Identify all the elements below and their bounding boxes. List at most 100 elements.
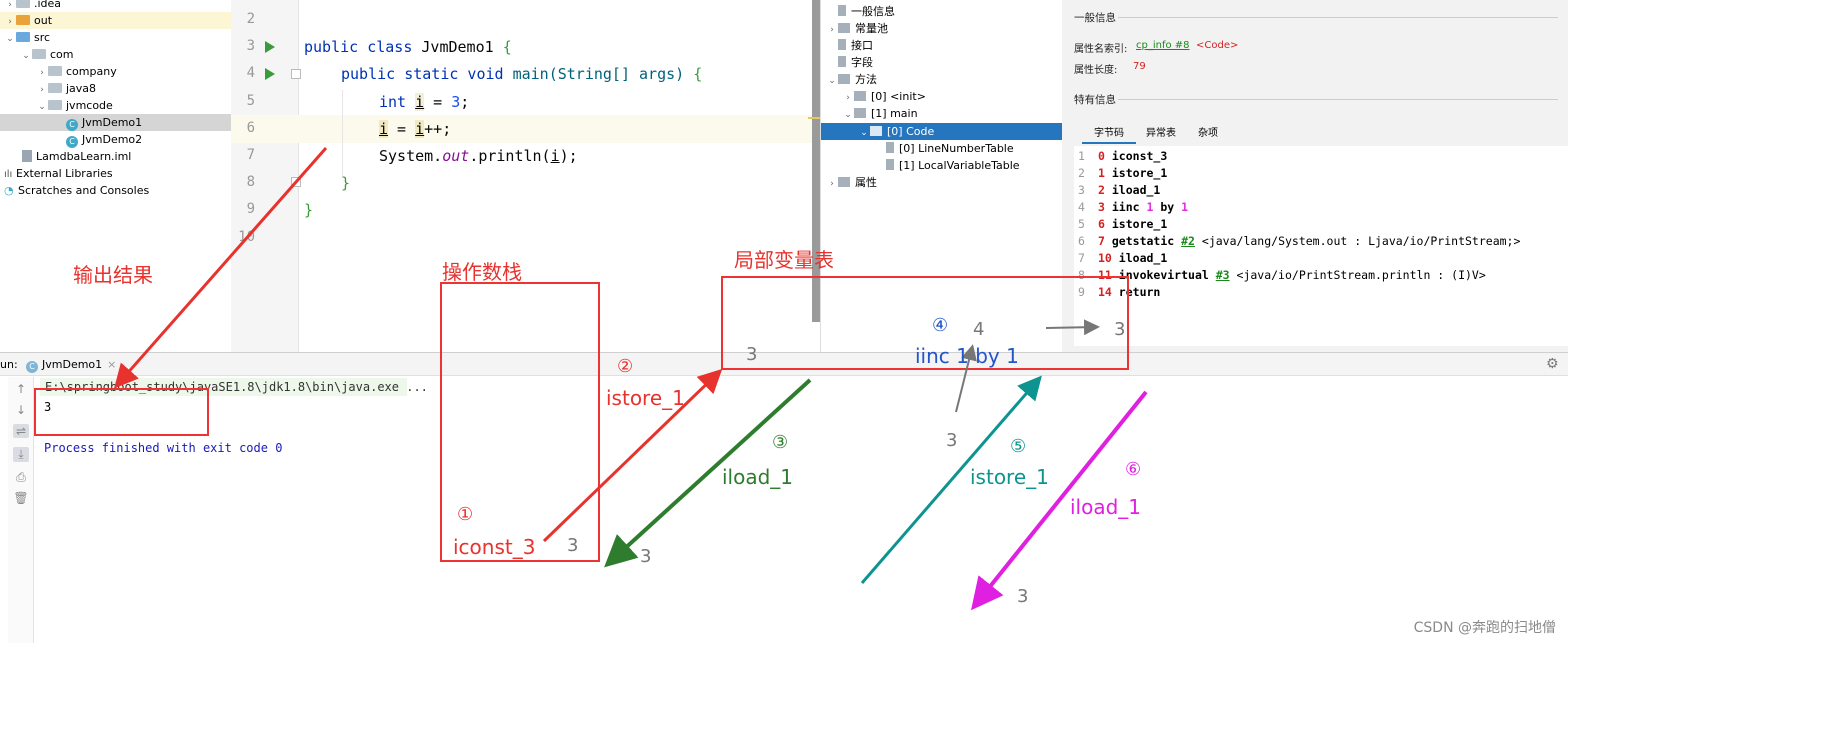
arrow-istore1-teal (860, 375, 1042, 584)
code-line-8: } (341, 174, 351, 192)
bc-item-methods[interactable]: ⌄方法 (828, 73, 877, 86)
console-output[interactable] (34, 377, 1568, 643)
step-3-label: iload_1 (722, 465, 794, 489)
bc-item-line-number-table[interactable]: [0] LineNumberTable (886, 140, 1014, 157)
bc-item-init[interactable]: ›[0] <init> (846, 90, 926, 103)
operand-stack-box (440, 282, 600, 562)
trash-icon[interactable]: 🗑 (13, 491, 29, 505)
bc-item-local-variable-table[interactable]: [1] LocalVariableTable (886, 157, 1020, 174)
folder-icon (854, 91, 866, 101)
folder-icon (838, 177, 850, 187)
run-main-icon[interactable] (265, 68, 275, 80)
tree-item-idea[interactable]: ›.idea (8, 0, 62, 10)
folder-icon (838, 74, 850, 84)
scroll-to-end-icon[interactable]: ⤓ (13, 447, 29, 462)
tree-item-iml[interactable]: LamdbaLearn.iml (22, 148, 131, 165)
line-number: 3 (246, 38, 255, 54)
attr-len-value: 79 (1133, 61, 1146, 72)
attr-name-label: 属性名索引: (1074, 44, 1128, 55)
tree-selection (0, 114, 231, 131)
tree-item-scratches[interactable]: ◔Scratches and Consoles (4, 184, 150, 197)
specific-info-title: 特有信息 (1074, 94, 1116, 106)
folder-icon (16, 32, 30, 42)
general-info-title: 一般信息 (1074, 12, 1116, 24)
line-number: 9 (246, 201, 255, 217)
tree-row-highlight (0, 12, 231, 29)
bc-item-attributes[interactable]: ›属性 (830, 176, 877, 189)
tree-item-com[interactable]: ⌄com (22, 48, 74, 61)
folder-icon (870, 126, 882, 136)
code-line-7: System.out.println(i); (379, 147, 578, 165)
package-icon (48, 66, 62, 76)
stack-value-6: 3 (1017, 586, 1029, 607)
step-2-marker: ② (617, 356, 634, 377)
local-value-slot1: 3 (746, 344, 758, 365)
tree-item-company[interactable]: ›company (40, 65, 117, 78)
print-icon[interactable]: ⎙ (16, 470, 26, 484)
arrow-iload1-magenta (970, 390, 1148, 611)
label-local-variable-table: 局部变量表 (734, 248, 834, 272)
page-icon (838, 39, 846, 50)
folder-icon (16, 15, 30, 25)
tree-item-src[interactable]: ⌄src (6, 31, 51, 44)
tree-item-java8[interactable]: ›java8 (40, 82, 97, 95)
page-icon (838, 56, 846, 67)
local-variable-box (721, 276, 1129, 370)
tree-item-out[interactable]: ›out (8, 14, 53, 27)
stack-value-3: 3 (640, 546, 652, 567)
close-icon[interactable]: × (107, 358, 117, 371)
indent-guide (342, 90, 343, 178)
run-class-icon[interactable] (265, 41, 275, 53)
bc-item-constant-pool[interactable]: ›常量池 (830, 22, 888, 35)
package-icon (32, 49, 46, 59)
bc-item-main[interactable]: ⌄[1] main (844, 107, 918, 120)
page-icon (838, 5, 846, 16)
label-operand-stack: 操作数栈 (442, 260, 522, 284)
line-number: 2 (246, 11, 255, 27)
step-5-marker: ⑤ (1010, 436, 1027, 457)
arrow-output (114, 147, 328, 389)
divider (1118, 99, 1558, 100)
bc-item-interfaces[interactable]: 接口 (826, 37, 873, 54)
class-icon: C (66, 136, 78, 148)
watermark: CSDN @奔跑的扫地僧 (1413, 620, 1556, 636)
attr-name-value: <Code> (1196, 40, 1239, 51)
bc-item-general[interactable]: 一般信息 (826, 3, 895, 20)
package-icon (48, 83, 62, 93)
tab-exception-table[interactable]: 异常表 (1146, 128, 1176, 139)
file-icon (22, 150, 32, 162)
tab-misc[interactable]: 杂项 (1198, 128, 1218, 139)
page-icon (886, 159, 894, 170)
bc-item-fields[interactable]: 字段 (826, 54, 873, 71)
editor-scrollbar[interactable] (812, 0, 820, 322)
folder-icon (838, 23, 850, 33)
code-editor[interactable] (299, 0, 820, 352)
bc-item-code[interactable]: ⌄[0] Code (860, 125, 935, 138)
label-output-result: 输出结果 (73, 263, 153, 287)
code-line-3: public class JvmDemo1 { (304, 38, 512, 56)
up-arrow-icon[interactable]: ↑ (15, 382, 27, 396)
attr-len-label: 属性长度: (1074, 65, 1118, 76)
soft-wrap-icon[interactable]: ⇌ (13, 424, 29, 438)
tree-item-jvmcode[interactable]: ⌄jvmcode (38, 99, 113, 112)
gear-icon[interactable]: ⚙ (1546, 356, 1559, 372)
project-tree: ›.idea ›out ⌄src ⌄com ›company ›java8 ⌄j… (0, 0, 231, 352)
fold-marker-icon[interactable] (291, 69, 301, 79)
gutter-current-line (231, 115, 299, 143)
bytecode-tree (820, 0, 1062, 352)
folder-icon (854, 108, 866, 118)
arrow-iload1-green (604, 378, 812, 568)
annotation-arrows (114, 147, 1148, 611)
attr-name-ref-link[interactable]: cp_info #8 (1136, 40, 1190, 51)
iinc-value-before: 3 (946, 430, 958, 451)
step-6-marker: ⑥ (1125, 459, 1142, 480)
down-arrow-icon[interactable]: ↓ (15, 403, 27, 417)
step-4-label: iinc 1 by 1 (915, 344, 1019, 368)
tab-bytecode[interactable]: 字节码 (1082, 124, 1136, 144)
